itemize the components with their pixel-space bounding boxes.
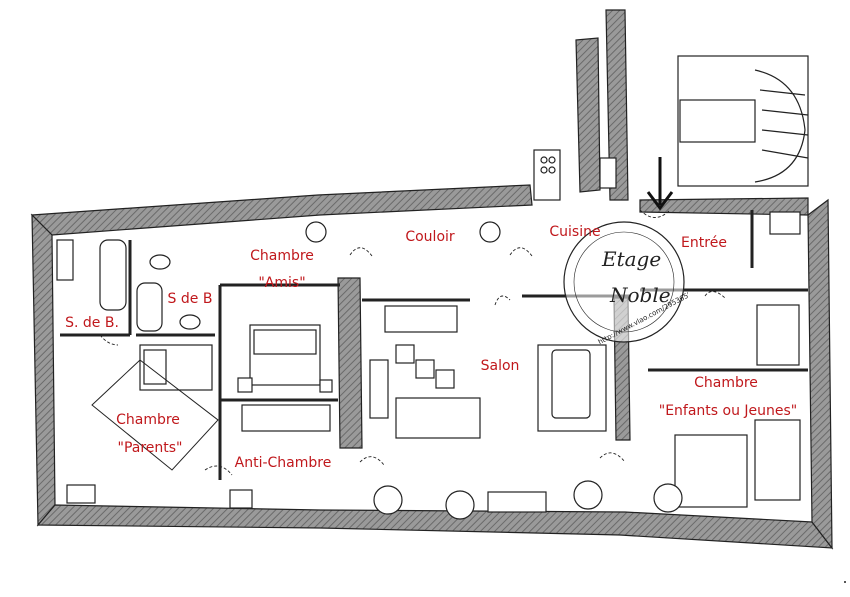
room-label-chambre-parents: Chambre — [116, 412, 180, 428]
room-label-chambre-amis: Chambre — [250, 248, 314, 264]
room-label-sdb-2: S. de B. — [65, 315, 119, 331]
corner-dot — [844, 581, 846, 583]
outer-walls — [30, 9, 834, 550]
room-label-entree: Entrée — [681, 235, 727, 251]
staircase — [677, 55, 809, 187]
beds — [139, 324, 801, 508]
room-label-cuisine: Cuisine — [549, 224, 601, 240]
room-label-anti-chambre: Anti-Chambre — [234, 455, 332, 471]
entrance-arrow-icon — [646, 157, 674, 211]
kitchen-units — [533, 149, 617, 201]
salon-furniture — [241, 305, 607, 513]
room-label-sdb-1: S de B — [167, 291, 213, 307]
room-label-salon: Salon — [480, 358, 520, 374]
parents-rug — [91, 359, 219, 471]
room-label-chambre-enfants-sub: "Enfants ou Jeunes" — [658, 403, 798, 419]
bathroom-fixtures — [56, 211, 801, 366]
watermark-seal: Etage Noble http://www.vlao.com/2953650 — [563, 221, 688, 346]
room-label-couloir: Couloir — [405, 229, 455, 245]
door-swings — [99, 209, 726, 476]
room-label-chambre-enfants: Chambre — [694, 375, 758, 391]
svg-text:Noble: Noble — [609, 283, 671, 307]
svg-text:Etage: Etage — [601, 247, 661, 271]
chairs-and-plants — [66, 221, 683, 520]
room-label-chambre-parents-sub: "Parents" — [117, 440, 183, 456]
room-label-chambre-amis-sub: "Amis" — [258, 275, 306, 291]
